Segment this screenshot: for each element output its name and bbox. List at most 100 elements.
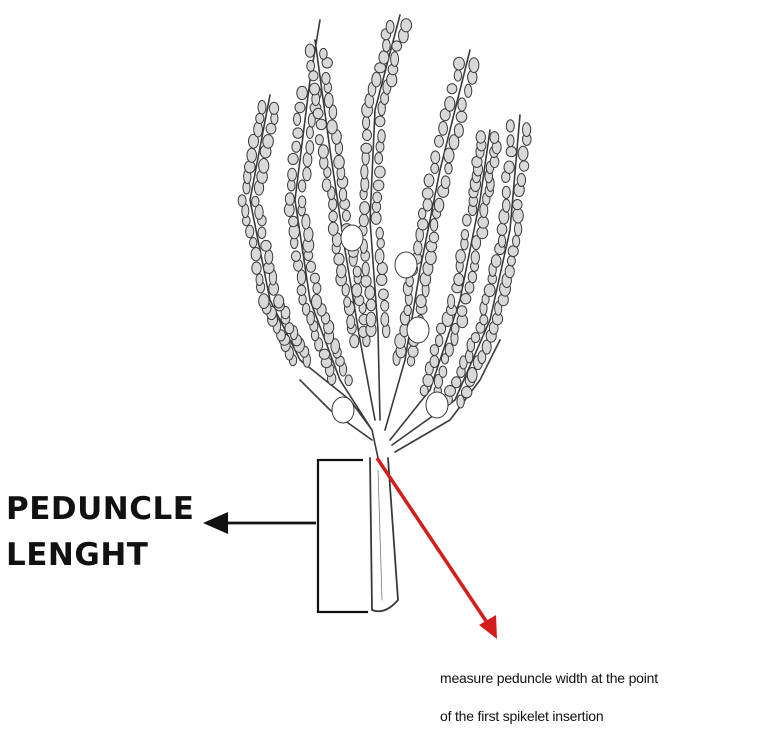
spikelet: [504, 161, 514, 173]
spikelet: [322, 72, 330, 84]
spikelet: [306, 141, 314, 155]
measure-note-line2: of the first spikelet insertion: [440, 708, 770, 724]
spikelet: [454, 70, 461, 81]
spikelet: [329, 198, 337, 210]
spikelet: [293, 128, 303, 138]
spikelet: [430, 219, 438, 232]
spikelet: [361, 165, 368, 179]
spikelet: [350, 335, 359, 348]
spikelet: [285, 193, 294, 206]
spikelet: [313, 108, 323, 118]
spikelet: [322, 179, 331, 192]
spikelet: [254, 122, 263, 137]
grain: [332, 397, 354, 423]
spikelet: [334, 155, 345, 169]
spikelet: [375, 116, 385, 127]
spikelet: [329, 211, 338, 222]
spikelet: [387, 73, 397, 87]
spikelet: [505, 265, 514, 278]
spikelet: [303, 167, 311, 181]
peduncle-length-label: PEDUNCLE LENGHT: [6, 486, 206, 578]
peduncle-bracket: [318, 460, 368, 612]
spikelet: [423, 199, 432, 212]
spikelet: [307, 61, 315, 72]
spikelet: [456, 111, 467, 122]
spikelet: [238, 195, 246, 207]
spikelet: [363, 116, 370, 129]
spikelet: [445, 97, 455, 112]
grain: [395, 252, 417, 278]
spikelet: [447, 84, 457, 94]
spikelet: [375, 153, 383, 165]
spikelet: [379, 51, 389, 64]
spikelet: [288, 168, 297, 181]
spikelet: [456, 250, 466, 263]
spikelet: [508, 246, 518, 257]
grain: [426, 392, 448, 418]
spikelet: [375, 166, 386, 178]
spikelet: [261, 240, 271, 251]
spikelet: [506, 120, 514, 132]
spikelet: [318, 145, 328, 159]
spikelet: [259, 159, 269, 174]
spikelet: [256, 113, 264, 123]
spikelet: [347, 315, 355, 329]
spikelet: [420, 385, 428, 396]
spikelet: [258, 227, 266, 238]
spikelet: [258, 101, 266, 115]
spikelet: [454, 57, 465, 70]
spikelet: [461, 230, 468, 240]
spikelet: [359, 214, 368, 226]
spikelet: [431, 163, 439, 173]
spikelet: [468, 271, 476, 283]
spikelet: [461, 294, 471, 304]
spikelet: [507, 256, 515, 266]
spikelet: [445, 163, 452, 174]
spikelet: [457, 306, 467, 317]
spikelet: [274, 295, 284, 308]
spikelet: [441, 176, 450, 189]
spikelet: [365, 286, 375, 300]
spikelet: [295, 102, 305, 112]
spikelet: [259, 294, 269, 309]
spikelet: [360, 202, 370, 215]
spikelet: [476, 131, 485, 143]
spikelet: [523, 123, 531, 137]
spikelet: [361, 143, 372, 153]
spikelet: [391, 52, 399, 67]
spikelet: [507, 135, 514, 147]
spikelet: [467, 368, 477, 383]
spikelet: [377, 262, 387, 274]
spikelet: [418, 219, 428, 230]
spikelet: [448, 294, 455, 308]
spikelet: [465, 84, 472, 97]
spikelet: [379, 289, 389, 300]
spikelet: [342, 210, 350, 221]
spikelet: [306, 261, 315, 272]
spikelet: [426, 251, 437, 265]
spikelet: [517, 174, 525, 187]
spikelet-clusters: [238, 19, 531, 423]
spikelet: [434, 198, 443, 212]
spikelet: [362, 262, 369, 276]
spikelet: [263, 135, 274, 149]
spikelet: [463, 214, 472, 226]
spikelet: [490, 132, 499, 144]
peduncle-arrow: [203, 512, 316, 534]
spikelet: [376, 141, 384, 152]
spikelet: [313, 283, 321, 294]
spikelet: [514, 222, 521, 236]
spikelet: [404, 305, 411, 315]
spikelet: [302, 214, 310, 229]
spikelet: [252, 196, 259, 206]
spikelet: [471, 333, 480, 343]
spikelet: [310, 83, 320, 95]
spikelet: [256, 274, 263, 286]
spikelet: [462, 387, 472, 398]
spikelet: [503, 199, 511, 212]
spikelet: [439, 366, 447, 377]
spikelet: [345, 375, 352, 386]
spikelet: [414, 241, 422, 255]
spikelet: [361, 275, 371, 287]
